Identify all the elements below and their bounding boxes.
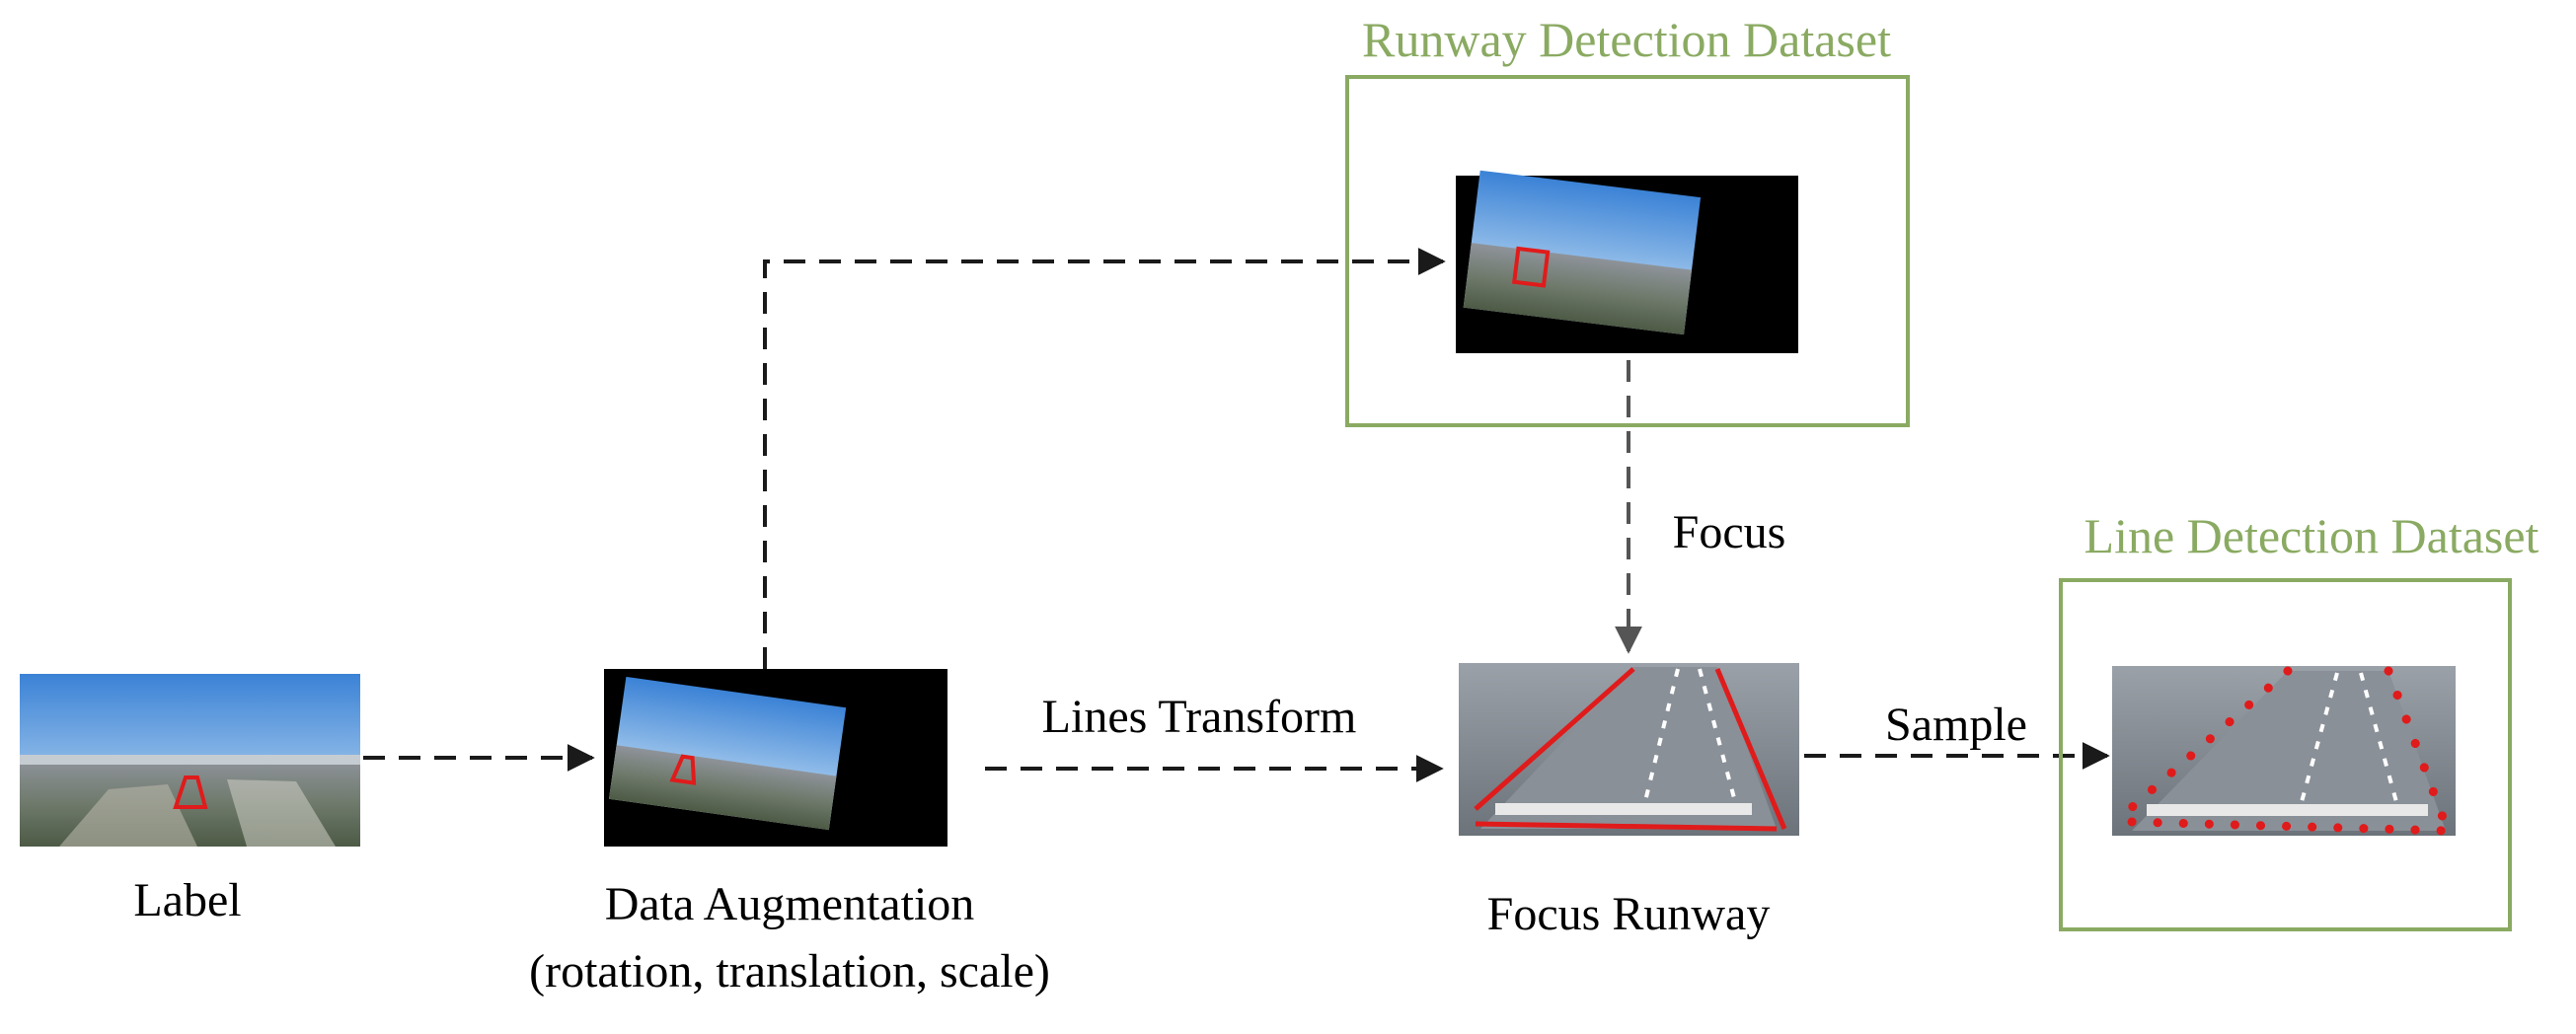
runway-bbox [1511,246,1551,288]
line-dataset-image [2112,666,2456,836]
focus-runway-caption: Focus Runway [1487,888,1771,940]
augmentation-params: (rotation, translation, scale) [529,945,1050,997]
edge-label-lines-transform: Lines Transform [1042,691,1357,743]
runway-annotation-trapezoid [173,776,208,809]
label-image [20,674,360,847]
runway-dataset-image [1456,170,1798,353]
runway-edge-left [1474,667,1635,811]
runway-dataset-title: Runway Detection Dataset [1362,12,1891,67]
arrow-augmentation-to-runway-dataset [763,248,1446,669]
edge-label-focus: Focus [1673,506,1786,558]
runway-edge-right [1714,668,1787,830]
edge-label-sample: Sample [1885,699,2027,751]
line-dataset-box [2059,578,2512,931]
label-caption: Label [133,874,241,926]
augmentation-image [604,669,947,847]
sampled-edge-left [2125,666,2293,814]
runway-edge-bottom [1475,821,1778,832]
sampled-edge-bottom [2127,817,2451,836]
focus-runway-image [1459,663,1799,836]
sampled-edge-right [2384,666,2453,836]
augmented-annotation-trapezoid [669,754,697,785]
runway-dataset-box [1345,75,1910,427]
line-dataset-title: Line Detection Dataset [2084,508,2539,563]
augmentation-caption: Data Augmentation [605,878,975,930]
